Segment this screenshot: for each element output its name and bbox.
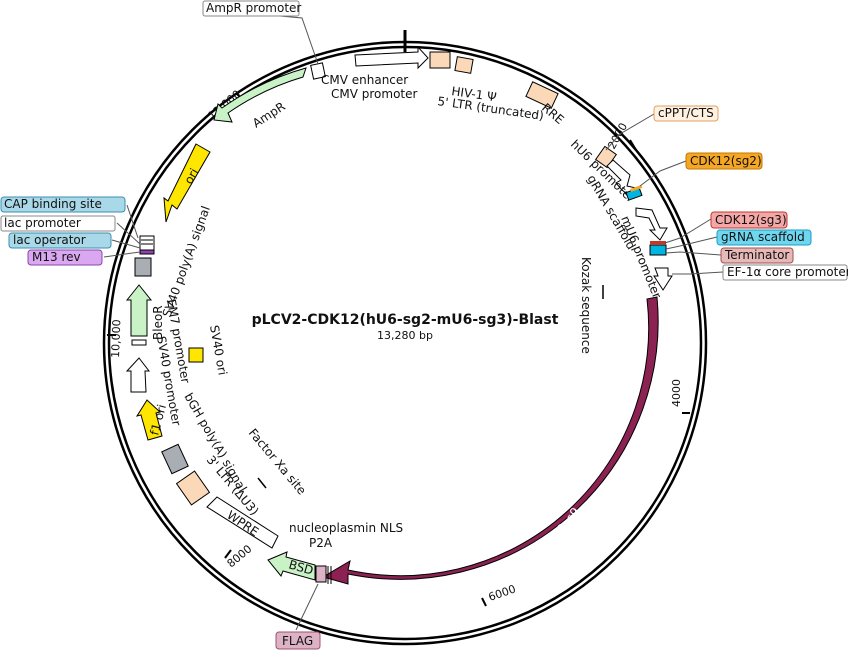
terminator-callout-box bbox=[720, 247, 794, 264]
hiv-psi-label: HIV-1 Ψ bbox=[451, 84, 498, 104]
cas9-feature bbox=[321, 296, 659, 585]
tick-label-10000: 10,000 bbox=[109, 319, 123, 358]
sv40ori-label: SV40 ori bbox=[207, 324, 230, 376]
cap-binding-callout-box bbox=[0, 196, 126, 213]
ampr-promoter-callout: AmpR promoter bbox=[206, 1, 301, 15]
bleor-feature bbox=[125, 284, 153, 337]
p2a-box bbox=[315, 565, 327, 583]
f1ori-feature bbox=[135, 399, 163, 441]
ltr3-box bbox=[175, 470, 211, 506]
bgh-box bbox=[161, 443, 189, 475]
cmv-promoter-label: CMV promoter bbox=[331, 87, 418, 101]
lac-operator-callout: lac operator bbox=[13, 233, 86, 247]
kozak-label: Kozak sequence bbox=[579, 257, 593, 354]
cdk12-sg3-callout-box bbox=[710, 211, 788, 229]
ori-feature bbox=[163, 143, 211, 223]
cmv-enhancer-label: CMV enhancer bbox=[321, 73, 408, 87]
flag-callout: FLAG bbox=[282, 634, 313, 648]
plasmid-size: 13,280 bp bbox=[377, 329, 433, 342]
cmv-feature bbox=[354, 45, 429, 70]
grna-scaffold-callout: gRNA scaffold bbox=[721, 230, 805, 244]
cppt-callout-box bbox=[653, 105, 719, 122]
ef1a-callout-box bbox=[722, 264, 848, 281]
purple-strip bbox=[139, 249, 155, 255]
nls-label: nucleoplasmin NLS bbox=[289, 521, 403, 535]
ef1a-callout: EF-1α core promoter bbox=[727, 265, 848, 279]
grna-scaffold-callout-box bbox=[716, 229, 812, 246]
rre-box bbox=[525, 81, 559, 109]
sv40ori-box bbox=[188, 347, 204, 363]
lac-promoter-callout-box bbox=[0, 215, 116, 232]
ampr-promoter-callout-box bbox=[202, 0, 300, 17]
wpre-feature bbox=[206, 496, 279, 549]
terminator-callout: Terminator bbox=[724, 248, 789, 262]
mu6-feature bbox=[635, 207, 668, 241]
factorxa-label: Factor Xa site bbox=[246, 426, 309, 498]
tick-label-4000: 4000 bbox=[670, 379, 683, 407]
em7-box bbox=[131, 339, 147, 346]
ef1a-feature bbox=[653, 267, 673, 291]
tick-label-6000: 6000 bbox=[487, 582, 518, 603]
lac-operator-callout-box bbox=[8, 232, 112, 249]
plasmid-title: pLCV2-CDK12(hU6-sg2-mU6-sg3)-Blast bbox=[252, 312, 559, 328]
cdk12-sg3-callout: CDK12(sg3) bbox=[715, 213, 787, 227]
lac-promoter-callout: lac promoter bbox=[4, 216, 81, 230]
cap-binding-callout: CAP binding site bbox=[4, 197, 102, 211]
ampr-promoter-box bbox=[310, 62, 326, 80]
bleor-label: BleoR bbox=[151, 305, 165, 340]
factorxa-mark bbox=[257, 477, 267, 489]
m13rev-callout-box bbox=[27, 249, 103, 266]
sv40polya-box bbox=[134, 257, 152, 277]
flag-callout-box bbox=[275, 631, 321, 650]
tick-marks bbox=[107, 93, 690, 607]
sg3-block bbox=[649, 244, 667, 256]
ampr-label: AmpR bbox=[250, 99, 288, 130]
cdk12-sg2-callout: CDK12(sg2) bbox=[690, 154, 762, 168]
bsd-feature bbox=[267, 551, 316, 581]
m13rev-callout: M13 rev bbox=[32, 250, 81, 264]
bsd-label: BSD bbox=[287, 557, 315, 577]
hiv-psi-box bbox=[454, 56, 474, 74]
sv40prom-feature bbox=[125, 357, 151, 393]
cdk12-sg2-callout-box bbox=[685, 152, 763, 170]
cppt-callout: cPPT/CTS bbox=[658, 106, 714, 120]
ampr-feature bbox=[213, 67, 307, 123]
p2a-label: P2A bbox=[309, 536, 333, 550]
ori-label: ori bbox=[181, 166, 201, 187]
ltr5-box bbox=[429, 51, 451, 69]
tick-label-8000: 8000 bbox=[225, 542, 255, 570]
